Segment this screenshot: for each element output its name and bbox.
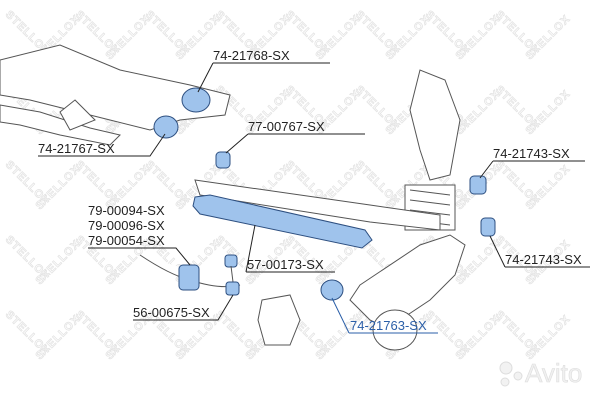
label-74-21768: 74-21768-SX xyxy=(213,48,290,63)
trailing-arm xyxy=(349,234,466,331)
subframe-mount-bushing xyxy=(153,115,179,139)
stabilizer-bushing xyxy=(178,264,200,291)
stabilizer-link-bottom xyxy=(225,281,240,296)
lower-control-arm xyxy=(192,194,373,249)
label-74-21763: 74-21763-SX xyxy=(350,318,427,333)
hub xyxy=(372,309,418,351)
rear-subframe xyxy=(0,44,231,146)
shock-absorber-strut xyxy=(404,69,461,231)
stabilizer-link xyxy=(230,265,234,283)
label-74-21767: 74-21767-SX xyxy=(38,141,115,156)
upper-lateral-arm xyxy=(194,179,441,231)
label-79-00054: 79-00054-SX xyxy=(88,233,165,248)
avito-logo-icon xyxy=(499,361,523,387)
knuckle-bushing-upper xyxy=(469,175,487,195)
knuckle-bushing-lower xyxy=(480,217,496,237)
label-77-00767: 77-00767-SX xyxy=(248,119,325,134)
label-79-00096: 79-00096-SX xyxy=(88,218,165,233)
label-79-00094: 79-00094-SX xyxy=(88,203,165,218)
top-mount-bushing xyxy=(181,87,211,113)
avito-logo: Avito xyxy=(525,358,582,388)
bracket xyxy=(257,294,301,346)
stabilizer-link-top xyxy=(224,254,238,268)
label-57-00173: 57-00173-SX xyxy=(247,257,324,272)
label-74-21743-upper: 74-21743-SX xyxy=(493,146,570,161)
trailing-arm-bushing xyxy=(320,279,344,301)
label-56-00675: 56-00675-SX xyxy=(133,305,210,320)
label-74-21743-lower: 74-21743-SX xyxy=(505,252,582,267)
bushing-77-00767 xyxy=(215,151,231,169)
